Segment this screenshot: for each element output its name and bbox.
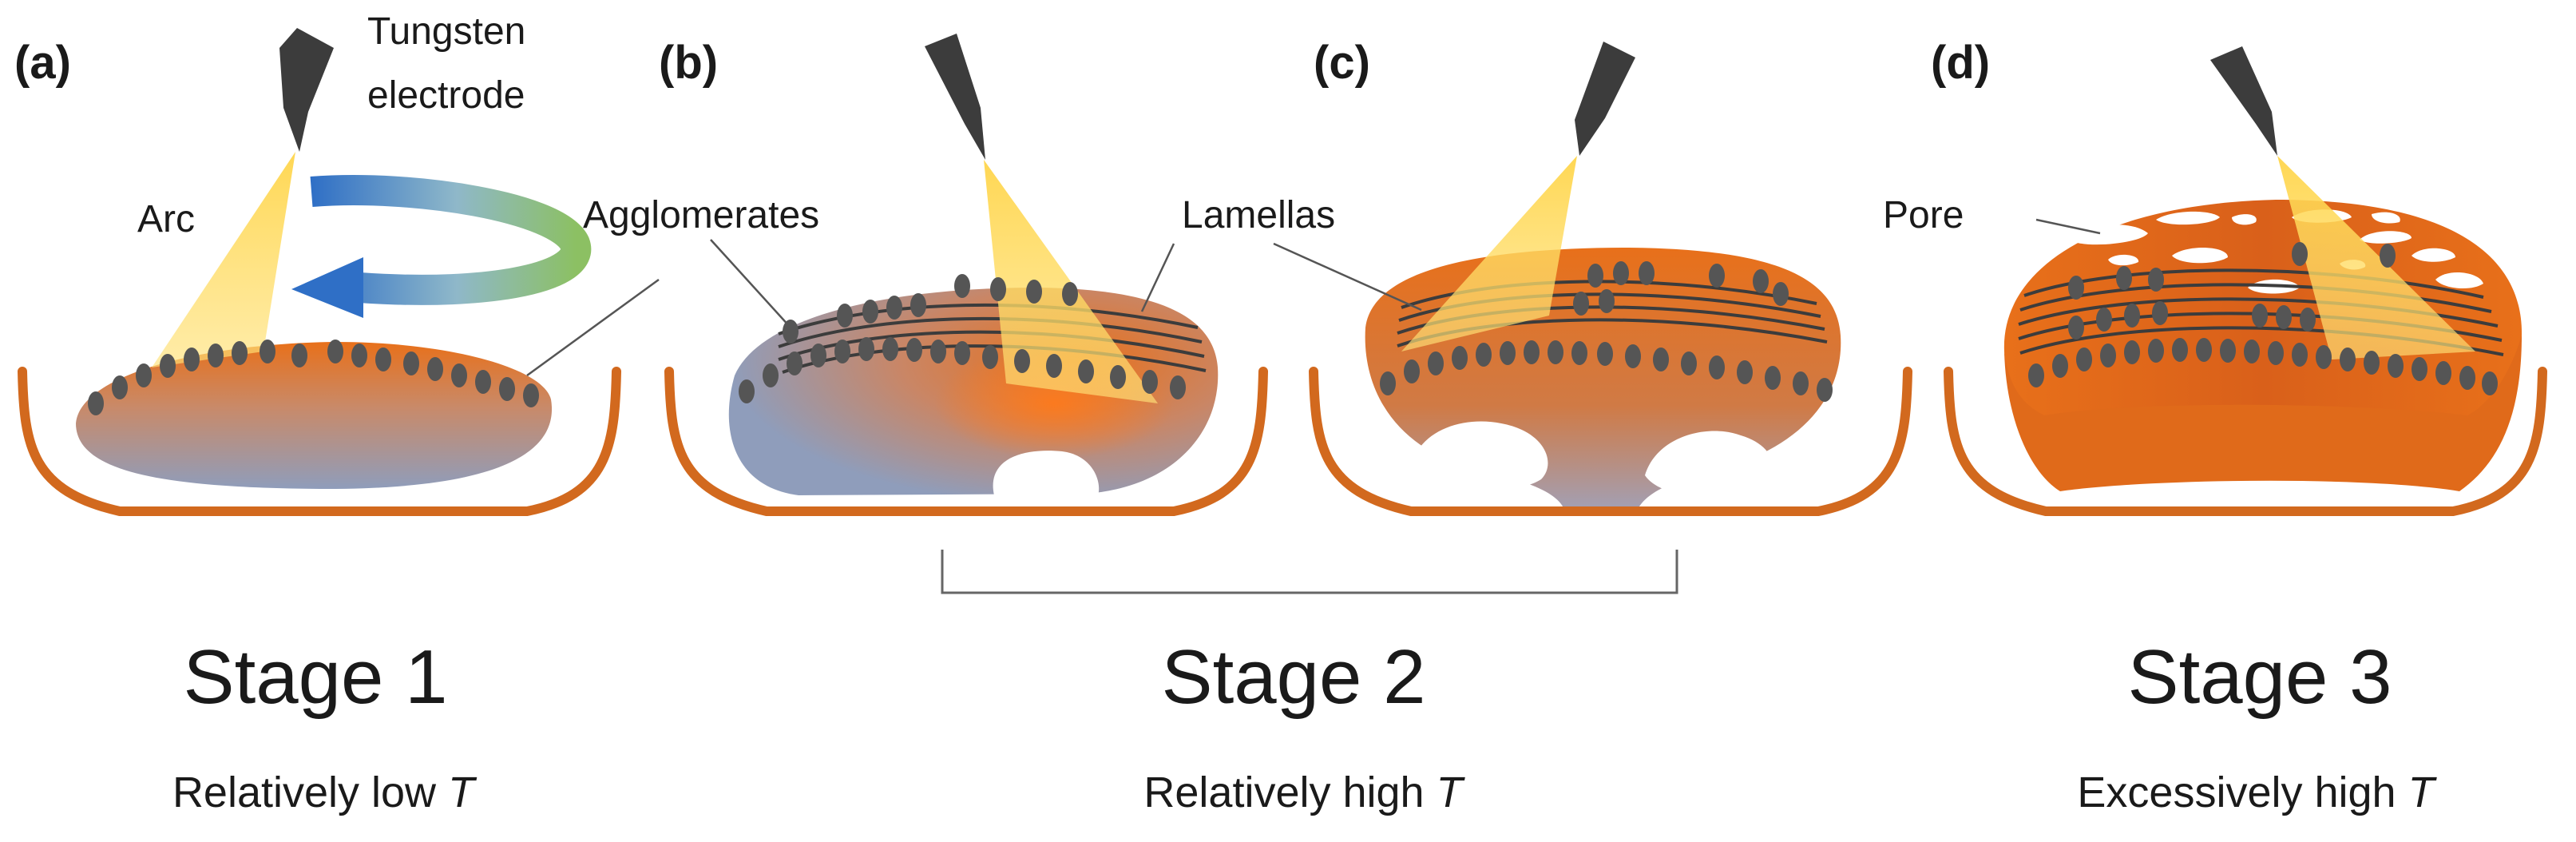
tungsten-electrode-a [279,28,334,152]
tungsten-electrode-c [1575,42,1635,156]
void-c-right [1645,431,1773,498]
stage2-bracket [941,550,1678,594]
stage-3-subtitle: Excessively high T [2077,769,2437,816]
stage-3-subtitle-text: Excessively high [2077,769,2408,816]
panel-c-letter: (c) [1314,37,1370,89]
agglomerates-d [2028,242,2498,395]
panel-b-letter: (b) [659,37,718,89]
rotation-arrow [291,175,592,318]
stage-1-title: Stage 1 [184,634,448,720]
agglomerates-b [739,274,1186,403]
panel-d-letter: (d) [1931,37,1990,89]
void-c-left [1409,421,1548,493]
melt-pool-a [76,342,553,489]
panel-b: (b) [659,34,1268,516]
agglomerates-label: Agglomerates [583,194,819,236]
stage-1-variable: T [448,769,478,816]
void-b [993,451,1100,495]
pore-leader [2035,218,2101,235]
panel-c: (c) [1309,37,1912,516]
leader-lines [526,218,2101,377]
melt-band-d [2004,336,2522,491]
lamellas-leader-c [1273,242,1422,312]
crucible-a [18,367,621,516]
arc-label: Arc [137,198,195,240]
crucible-b [664,367,1268,516]
panel-a: (a) Tungsten electrode Arc [14,10,621,516]
stage-3-variable: T [2408,769,2438,816]
stage-1-subtitle: Relatively low T [172,769,478,816]
arc-c [1401,156,1577,351]
lamellas-label: Lamellas [1182,194,1335,236]
stage-2-subtitle-text: Relatively high [1143,769,1436,816]
crucible-c [1309,367,1912,516]
crucible-d [1944,367,2547,516]
stage-2-title: Stage 2 [1162,634,1426,720]
stage-1-subtitle-text: Relatively low [172,769,448,816]
stage-3-title: Stage 3 [2128,634,2392,720]
agglomerates-c [1380,261,1833,402]
pore-label: Pore [1883,194,1964,236]
tungsten-label-line1: Tungsten [367,10,525,53]
panel-d: (d) [1931,37,2547,516]
stage-2-variable: T [1437,769,1466,816]
panel-a-letter: (a) [14,37,71,89]
tungsten-label-line2: electrode [367,74,525,117]
stage-2-subtitle: Relatively high T [1143,769,1465,816]
agglomerates-leader-a [526,278,660,377]
arc-d [2277,156,2475,359]
agglomerates-a [88,340,539,415]
tungsten-electrode-b [925,34,985,160]
agglomerates-leader-b [710,239,791,328]
arc-b [984,160,1158,403]
lamellas-leader-b [1140,243,1175,312]
tungsten-electrode-d [2210,46,2277,156]
arc-a [152,152,295,367]
